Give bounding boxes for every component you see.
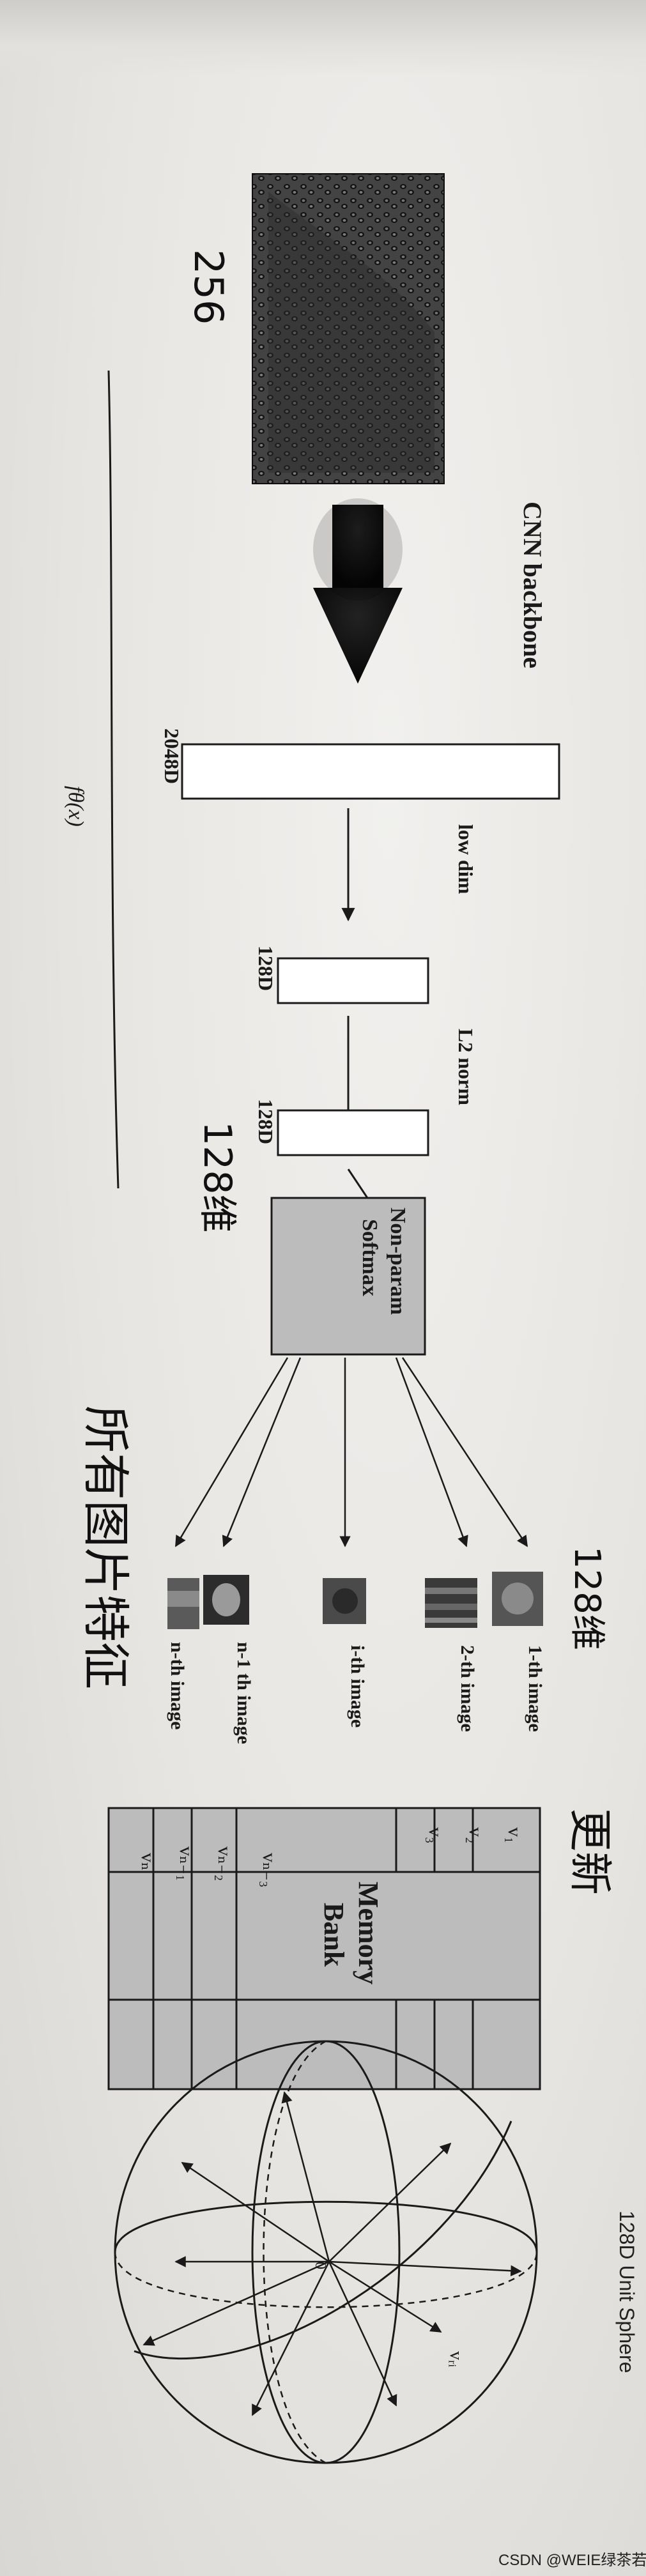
input-image-leopard xyxy=(252,173,445,484)
label-1th-image: 1-th image xyxy=(525,1645,546,1732)
label-nth-image: n-th image xyxy=(167,1642,188,1730)
cnn-arrow xyxy=(313,498,403,684)
memory-label-2: Bank xyxy=(318,1903,350,1967)
f-theta-label: fθ(x) xyxy=(64,786,88,827)
mem-v3: v₃ xyxy=(425,1827,446,1843)
label-128d-a: 128D xyxy=(254,946,277,991)
mem-vn: vₙ xyxy=(137,1853,158,1871)
mem-v2: v₂ xyxy=(465,1827,486,1843)
label-2th-image: 2-th image xyxy=(457,1645,478,1732)
low-dim-label: low dim xyxy=(454,824,477,894)
l2-norm-label: L2 norm xyxy=(454,1029,477,1105)
thumb-n xyxy=(167,1578,199,1629)
handwritten-128-mark: 128维 xyxy=(566,1546,608,1650)
handwritten-128-dim: 128维 xyxy=(195,1121,240,1233)
handwritten-256: 256 xyxy=(185,249,232,325)
feature-box-2048d xyxy=(181,743,560,800)
mem-vn3: vₙ₋₃ xyxy=(259,1853,280,1887)
label-n1th-image: n-1 th image xyxy=(233,1642,254,1744)
softmax-box xyxy=(270,1197,426,1356)
label-128d-b: 128D xyxy=(254,1099,277,1144)
sphere-origin: 0 xyxy=(312,2262,328,2269)
softmax-output-arrows xyxy=(174,1357,528,1547)
softmax-label-2: Softmax xyxy=(358,1219,381,1296)
mem-vn2: vₙ₋₂ xyxy=(214,1846,235,1881)
handwritten-all-features: 所有图片特征 xyxy=(78,1406,133,1689)
watermark: CSDN @WEIE绿茶若 xyxy=(498,2552,646,2569)
cnn-backbone-label: CNN backbone xyxy=(518,502,547,668)
handwritten-update: 更新 xyxy=(564,1808,615,1895)
unit-sphere xyxy=(114,2040,538,2464)
thumb-2 xyxy=(425,1578,477,1628)
mem-v1: v₁ xyxy=(504,1827,525,1843)
paper-edge-shadow xyxy=(0,0,646,77)
mem-vn1: vₙ₋₁ xyxy=(176,1846,197,1881)
thumb-i xyxy=(323,1578,366,1624)
sphere-caption: 128D Unit Sphere xyxy=(615,2211,638,2373)
softmax-label-1: Non-param xyxy=(386,1208,410,1315)
label-ith-image: i-th image xyxy=(347,1645,368,1728)
feature-box-128d-a xyxy=(277,957,429,1004)
handwritten-brace xyxy=(107,370,119,1189)
thumb-n-1 xyxy=(203,1575,249,1625)
thumb-1 xyxy=(492,1572,543,1626)
feature-box-128d-b xyxy=(277,1109,429,1156)
memory-label-1: Memory xyxy=(353,1882,384,1984)
sphere-vzi: vᵣᵢ xyxy=(446,2351,466,2367)
label-2048d: 2048D xyxy=(160,728,183,784)
